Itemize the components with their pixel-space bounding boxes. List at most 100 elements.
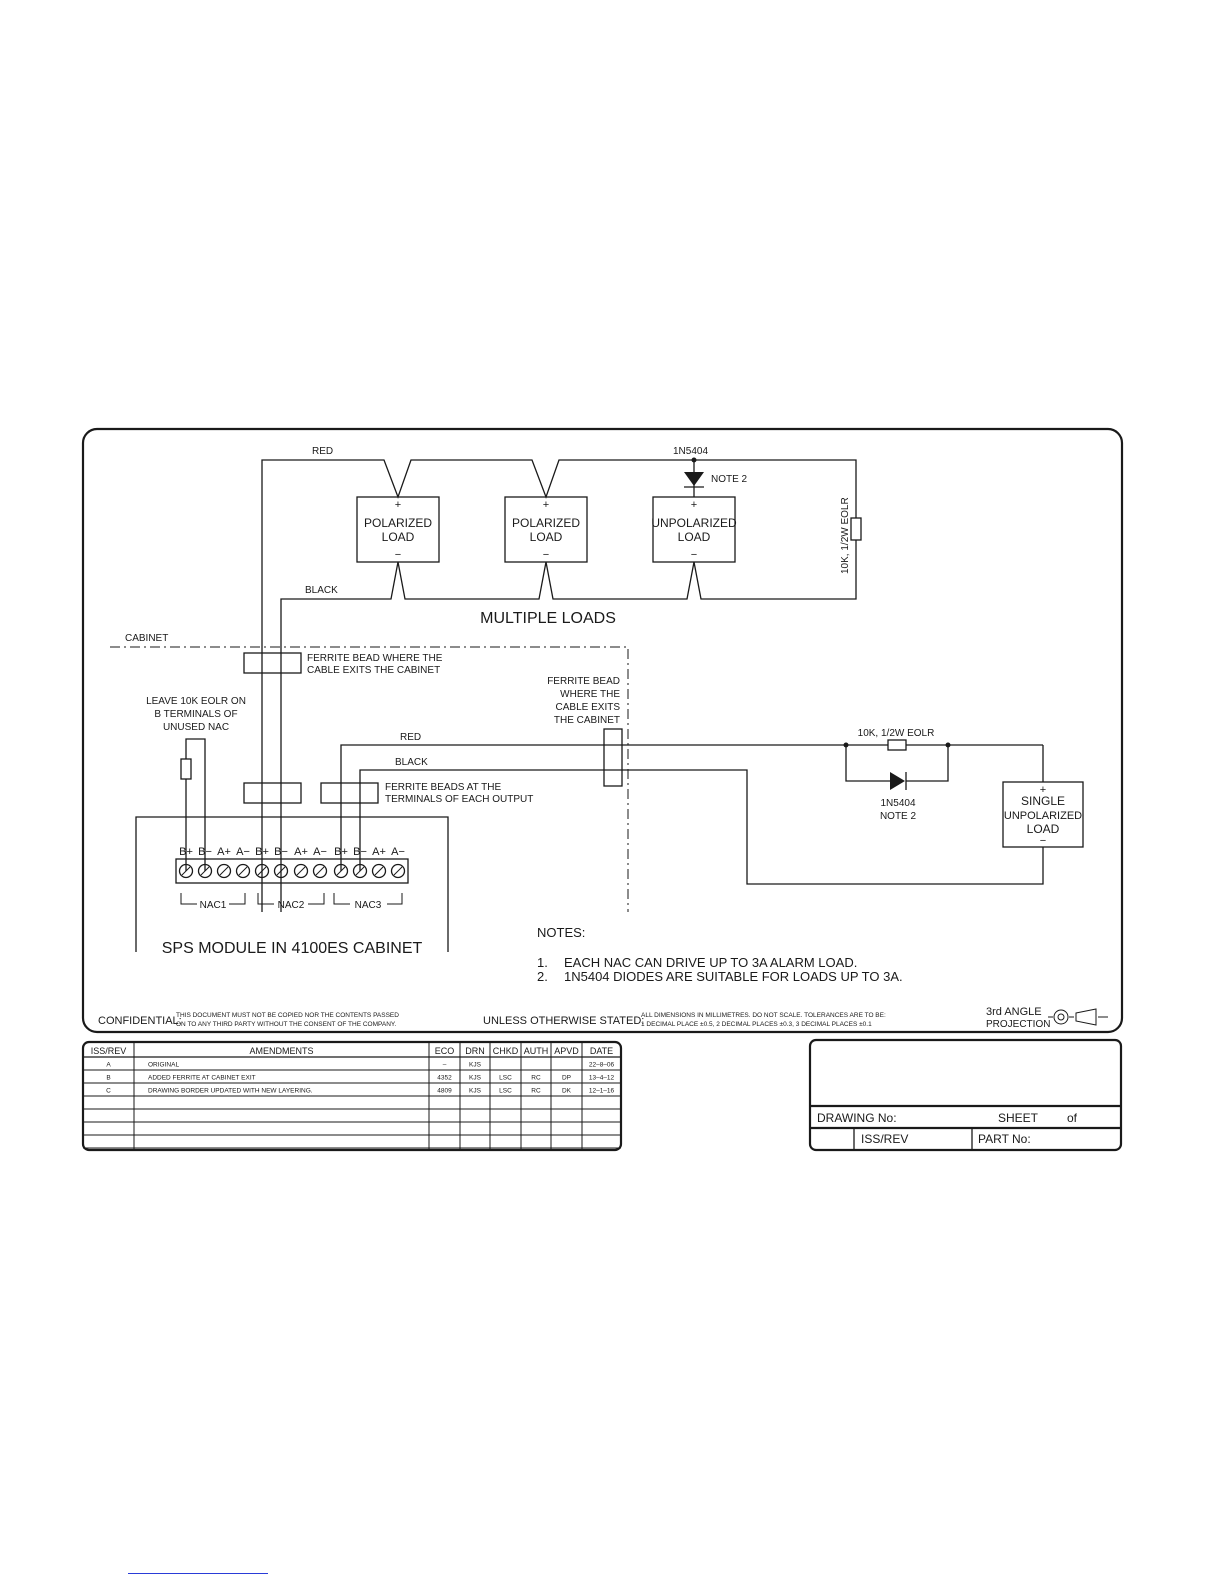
table-cell: C <box>106 1088 111 1095</box>
terminal-screw <box>273 863 289 879</box>
load1-line2: LOAD <box>382 530 415 544</box>
red-wire-label-mid: RED <box>400 732 421 743</box>
table-cell: 4352 <box>437 1075 452 1082</box>
projection-symbol-icon <box>1048 1008 1108 1026</box>
ferrite-exit-top-line1: FERRITE BEAD WHERE THE <box>307 653 443 664</box>
table-cell: DP <box>562 1075 571 1082</box>
multiple-loads-title: MULTIPLE LOADS <box>480 610 616 627</box>
terminal-label: A+ <box>372 846 386 858</box>
single-load-minus: − <box>1040 835 1046 847</box>
load3-line2: LOAD <box>678 530 711 544</box>
ferrite-terminals-line1: FERRITE BEADS AT THE <box>385 782 501 793</box>
table-header-cell: DATE <box>590 1046 613 1056</box>
load3-minus: − <box>691 549 697 561</box>
eolr-label-mid: 10K, 1/2W EOLR <box>858 728 935 739</box>
table-cell: LSC <box>499 1088 512 1095</box>
unless-label: UNLESS OTHERWISE STATED: <box>483 1015 644 1027</box>
single-load-circuit <box>340 739 1084 885</box>
terminal-screw <box>178 863 194 879</box>
sps-module-outline <box>135 816 449 952</box>
table-cell: 4809 <box>437 1088 452 1095</box>
load1-plus: + <box>395 499 401 511</box>
note-1-text: EACH NAC CAN DRIVE UP TO 3A ALARM LOAD. <box>564 955 857 970</box>
ferrite-exit-right-line4: THE CABINET <box>554 715 620 726</box>
terminal-screw <box>312 863 328 879</box>
terminal-screw <box>333 863 349 879</box>
table-header-cell: DRN <box>465 1046 485 1056</box>
terminal-screw-slot <box>315 866 325 876</box>
single-load-line3: LOAD <box>1027 822 1060 836</box>
terminal-screw <box>371 863 387 879</box>
terminal-label: A− <box>236 846 250 858</box>
single-load-plus: + <box>1040 784 1046 796</box>
ferrite-exit-top-line2: CABLE EXITS THE CABINET <box>307 665 440 676</box>
table-cell: – <box>443 1062 447 1069</box>
load1-minus: − <box>395 549 401 561</box>
drawing-no-label: DRAWING No: <box>817 1111 897 1125</box>
diode-label-mid-line2: NOTE 2 <box>880 811 917 822</box>
terminal-label: A− <box>391 846 405 858</box>
notes-heading: NOTES: <box>537 925 585 940</box>
terminal-screw-slot <box>200 866 210 876</box>
leave-eolr-line3: UNUSED NAC <box>163 722 229 733</box>
leave-eolr-line1: LEAVE 10K EOLR ON <box>146 696 246 707</box>
table-cell: DK <box>562 1088 572 1095</box>
table-cell: A <box>106 1062 111 1069</box>
confidential-text-line2: ON TO ANY THIRD PARTY WITHOUT THE CONSEN… <box>176 1021 396 1028</box>
load2-minus: − <box>543 549 549 561</box>
ferrite-bead-exit-right <box>603 728 623 787</box>
ferrite-exit-right-line2: WHERE THE <box>560 689 620 700</box>
projection-line1: 3rd ANGLE <box>986 1006 1042 1018</box>
load2-plus: + <box>543 499 549 511</box>
diode-label-top: 1N5404 <box>673 446 708 457</box>
terminal-label: A+ <box>217 846 231 858</box>
ferrite-bead-terminal-1 <box>243 782 302 804</box>
unless-text-line2: 1 DECIMAL PLACE ±0.5, 2 DECIMAL PLACES ±… <box>641 1021 872 1028</box>
table-cell: KJS <box>469 1062 482 1069</box>
table-cell: 13–4–12 <box>589 1075 615 1082</box>
load2-line1: POLARIZED <box>512 516 580 530</box>
terminal-screw-slot <box>296 866 306 876</box>
terminal-screw <box>235 863 251 879</box>
note2-label-top: NOTE 2 <box>711 474 748 485</box>
sheet-of-label: of <box>1067 1111 1078 1125</box>
single-load-line1: SINGLE <box>1021 794 1065 808</box>
diode-symbol-mid <box>890 772 905 790</box>
projection-line2: PROJECTION <box>986 1019 1050 1030</box>
ferrite-bead-terminal-2 <box>320 782 379 804</box>
red-wire-label-top: RED <box>312 446 333 457</box>
table-cell: RC <box>531 1075 541 1082</box>
nac1-label: NAC1 <box>200 900 227 911</box>
terminal-screw-slot <box>238 866 248 876</box>
table-cell: 12–1–16 <box>589 1088 615 1095</box>
confidential-text-line1: THIS DOCUMENT MUST NOT BE COPIED NOR THE… <box>176 1012 399 1019</box>
unused-nac-resistor <box>180 758 192 780</box>
load2-line2: LOAD <box>530 530 563 544</box>
title-block <box>808 1038 1123 1152</box>
terminal-screw-slot <box>181 866 191 876</box>
footer-link-underline[interactable] <box>128 1573 268 1574</box>
terminal-labels: B+B−A+A−B+B−A+A−B+B−A+A− <box>179 846 405 858</box>
cabinet-boundary <box>110 646 629 912</box>
terminal-screw <box>293 863 309 879</box>
ferrite-terminals-line2: TERMINALS OF EACH OUTPUT <box>385 794 533 805</box>
terminal-screw-slot <box>374 866 384 876</box>
terminal-screw <box>254 863 270 879</box>
ferrite-exit-right-line3: CABLE EXITS <box>556 702 621 713</box>
terminal-screw-slot <box>276 866 286 876</box>
part-no-label: PART No: <box>978 1132 1031 1146</box>
note-2-text: 1N5404 DIODES ARE SUITABLE FOR LOADS UP … <box>564 969 903 984</box>
table-header-cell: ECO <box>435 1046 455 1056</box>
resistor-symbol-mid <box>887 739 907 751</box>
sps-module-label: SPS MODULE IN 4100ES CABINET <box>162 940 423 957</box>
ferrite-exit-right-line1: FERRITE BEAD <box>547 676 620 687</box>
nac3-label: NAC3 <box>355 900 382 911</box>
table-cell: KJS <box>469 1088 482 1095</box>
terminal-screw-slot <box>257 866 267 876</box>
table-cell: 22–8–06 <box>589 1062 615 1069</box>
multiple-loads-circuit <box>261 457 862 912</box>
table-cell: LSC <box>499 1075 512 1082</box>
iss-rev-label: ISS/REV <box>861 1132 908 1146</box>
